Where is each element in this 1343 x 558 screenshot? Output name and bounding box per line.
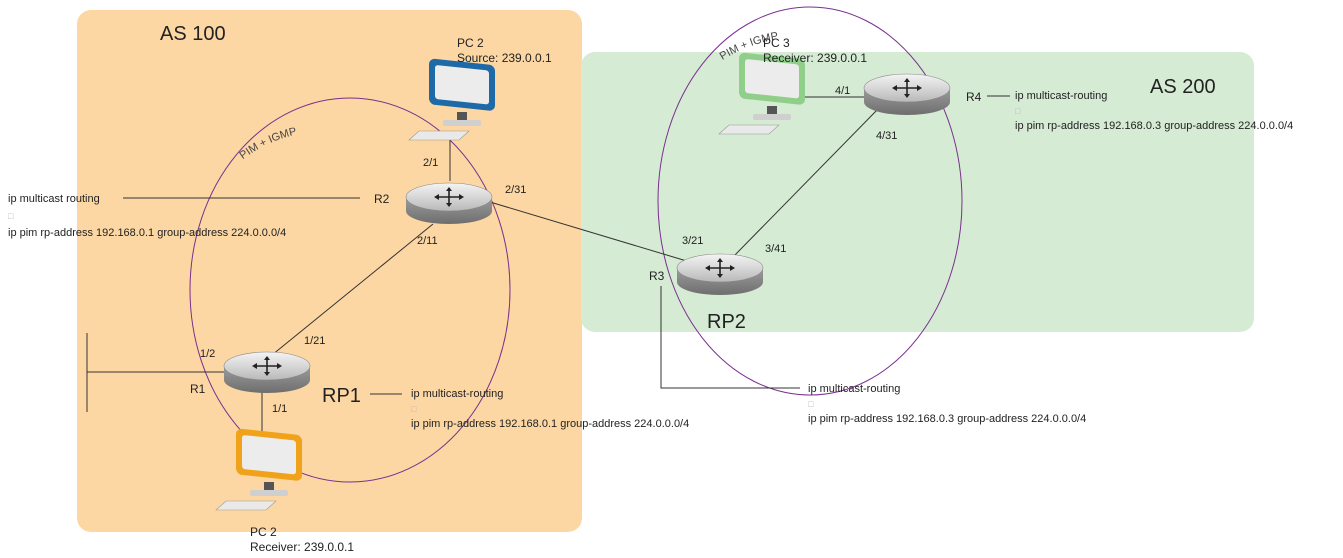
port-label: 1/2 [200,348,215,360]
config-r4: ip multicast-routing □ ip pim rp-address… [1015,90,1293,132]
link-r3-r4 [732,106,881,258]
router-r1[interactable] [223,351,311,393]
router-arrows-icon [892,78,922,98]
config-separator: □ [8,211,14,221]
port-label: 3/41 [765,243,786,255]
router-r4-name: R4 [966,90,982,104]
router-r3-name: R3 [649,269,665,283]
router-r4[interactable] [863,73,951,115]
config-separator: □ [808,399,814,409]
config-line: ip multicast-routing [808,383,900,395]
as100-area [77,10,582,532]
port-label: 2/31 [505,184,526,196]
pim-domain-as100 [189,97,511,483]
port-label: 3/21 [682,235,703,247]
pc-receiver-as200-role: Receiver: 239.0.0.1 [763,51,867,65]
config-line: ip pim rp-address 192.168.0.1 group-addr… [411,418,689,430]
router-arrows-icon [252,356,282,376]
pc-receiver-as200-name: PC 3 [763,36,790,50]
config-line: ip multicast-routing [411,388,503,400]
pc-receiver-as100-name: PC 2 [250,525,277,539]
as200-label: AS 200 [1150,76,1216,98]
config-line: ip multicast-routing [1015,90,1107,102]
config-line: ip pim rp-address 192.168.0.1 group-addr… [8,227,286,239]
router-arrows-icon [434,187,464,207]
router-arrows-icon [705,258,735,278]
pc-source-name: PC 2 [457,36,484,50]
config-line: ip pim rp-address 192.168.0.3 group-addr… [808,413,1086,425]
pim-domain-as200 [657,6,963,396]
router-r2[interactable] [405,182,493,224]
port-label: 1/21 [304,335,325,347]
link-r2-r3 [489,201,691,263]
port-label: 2/11 [417,235,438,247]
port-label: 1/1 [272,403,287,415]
rp1-label: RP1 [322,385,361,407]
pc-source-icon[interactable] [408,58,495,141]
config-separator: □ [411,404,417,414]
config-r3: ip multicast-routing □ ip pim rp-address… [808,383,1086,425]
router-r1-name: R1 [190,382,206,396]
router-r3[interactable] [676,253,764,295]
links [86,95,1010,440]
port-label: 4/31 [876,130,897,142]
router-r2-name: R2 [374,192,390,206]
rp2-label: RP2 [707,311,746,333]
config-separator: □ [1015,106,1021,116]
pc-receiver-as200-icon[interactable] [718,52,805,135]
config-line: ip multicast routing [8,193,100,205]
config-line: ip pim rp-address 192.168.0.3 group-addr… [1015,120,1293,132]
port-label: 2/1 [423,157,438,169]
link-r2-r1 [271,223,434,356]
pc-receiver-as100-icon[interactable] [215,428,302,511]
config-r2: ip multicast routing □ ip pim rp-address… [8,193,286,239]
callout-r3 [660,286,800,389]
as100-label: AS 100 [160,23,226,45]
pc-receiver-as100-role: Receiver: 239.0.0.1 [250,540,354,554]
pc-source-role: Source: 239.0.0.1 [457,51,552,65]
config-r1: ip multicast-routing □ ip pim rp-address… [411,388,689,430]
port-label: 4/1 [835,85,850,97]
